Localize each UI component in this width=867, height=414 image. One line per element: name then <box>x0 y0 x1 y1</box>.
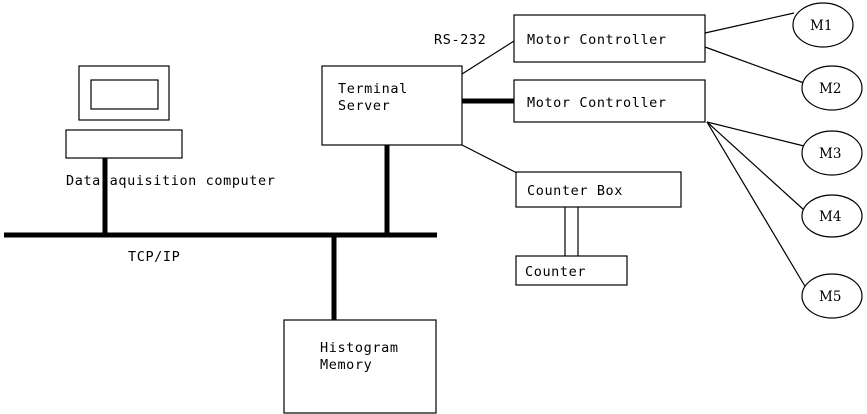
motor-m2-label: M2 <box>819 81 841 97</box>
data-acquisition-computer-label: Data aquisition computer <box>66 173 275 189</box>
motor-controller-1-label: Motor Controller <box>527 32 667 48</box>
motor-controller-1-box <box>513 14 706 63</box>
motor-controller-2-label: Motor Controller <box>527 95 667 111</box>
link-mc2-to-m4 <box>706 121 805 211</box>
link-mc2-to-m5 <box>706 121 807 289</box>
counter-box-box <box>515 171 682 208</box>
motor-m5-label: M5 <box>819 289 841 305</box>
motor-m1-label: M1 <box>810 18 832 34</box>
motor-m4-label: M4 <box>819 209 841 225</box>
terminal-server-box <box>321 65 463 146</box>
counter-box-label: Counter Box <box>527 183 623 199</box>
histogram-memory-label-line1: Histogram <box>320 340 399 356</box>
motor-m4-ellipse <box>801 194 863 238</box>
motor-m5-ellipse <box>801 273 863 319</box>
counter-box <box>515 255 628 286</box>
tcpip-label: TCP/IP <box>128 249 180 265</box>
link-mc1-to-m1 <box>704 12 795 34</box>
monitor-screen <box>90 79 159 110</box>
motor-controller-2-box <box>513 79 706 123</box>
link-terminalserver-to-mc1 <box>461 40 515 75</box>
terminal-server-label-line2: Server <box>338 98 390 114</box>
motor-m2-ellipse <box>801 65 863 111</box>
motor-m3-label: M3 <box>819 146 841 162</box>
motor-m3-ellipse <box>801 130 863 176</box>
counter-label: Counter <box>525 264 586 280</box>
histogram-memory-box <box>283 319 437 414</box>
motor-m1-ellipse <box>792 2 854 48</box>
rs232-label: RS-232 <box>434 32 486 48</box>
histogram-memory-label-line2: Memory <box>320 357 372 373</box>
computer-base <box>65 129 183 159</box>
link-terminalserver-to-counterbox <box>461 144 518 174</box>
terminal-server-label-line1: Terminal <box>338 81 408 97</box>
link-mc1-to-m2 <box>704 46 805 84</box>
link-mc2-to-m3 <box>706 121 805 147</box>
